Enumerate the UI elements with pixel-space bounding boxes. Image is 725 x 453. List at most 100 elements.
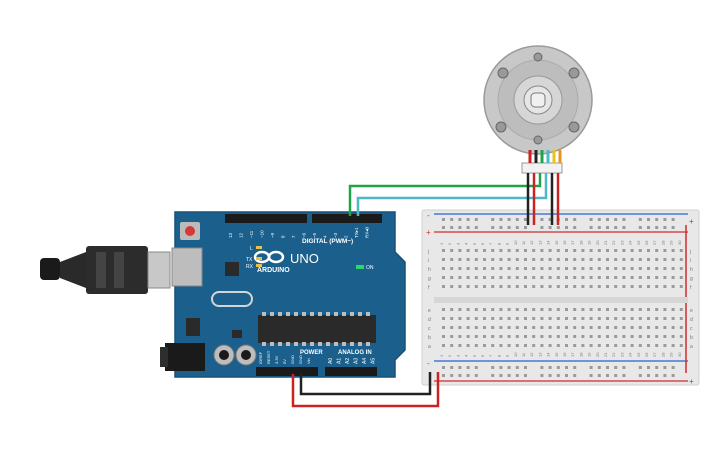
rail-hole[interactable] [548,366,552,369]
hole[interactable] [507,317,511,320]
hole[interactable] [597,267,601,270]
hole[interactable] [483,308,486,311]
hole[interactable] [507,276,511,279]
hole[interactable] [565,285,568,288]
hole[interactable] [638,258,642,261]
hole[interactable] [597,249,601,252]
hole[interactable] [499,326,503,329]
hole[interactable] [515,326,519,329]
hole[interactable] [622,249,626,252]
hole[interactable] [573,267,577,270]
rail-hole[interactable] [515,218,519,221]
hole[interactable] [622,335,626,338]
rail-hole[interactable] [573,374,577,377]
hole[interactable] [466,335,470,338]
hole[interactable] [499,308,503,311]
hole[interactable] [515,335,519,338]
hole[interactable] [589,276,593,279]
hole[interactable] [638,308,642,311]
hole[interactable] [573,326,577,329]
hole[interactable] [671,249,675,252]
hole[interactable] [515,249,519,252]
rail-hole[interactable] [499,218,503,221]
hole[interactable] [474,317,478,320]
hole[interactable] [655,267,659,270]
hole[interactable] [655,308,659,311]
hole[interactable] [597,285,601,288]
rail-hole[interactable] [671,218,675,221]
rail-hole[interactable] [474,226,478,229]
hole[interactable] [630,258,634,261]
hole[interactable] [565,335,568,338]
hole[interactable] [622,276,626,279]
rail-hole[interactable] [507,374,511,377]
rail-hole[interactable] [589,226,593,229]
hole[interactable] [442,308,445,311]
rail-hole[interactable] [474,218,478,221]
hole[interactable] [524,267,527,270]
rail-hole[interactable] [671,374,675,377]
hole[interactable] [556,344,560,347]
rail-hole[interactable] [499,226,503,229]
hole[interactable] [483,335,486,338]
hole[interactable] [663,317,667,320]
hole[interactable] [565,344,568,347]
hole[interactable] [524,276,527,279]
hole[interactable] [573,249,577,252]
hole[interactable] [474,267,478,270]
hole[interactable] [450,317,454,320]
hole[interactable] [647,308,650,311]
hole[interactable] [638,344,642,347]
rail-hole[interactable] [622,218,626,221]
hole[interactable] [663,267,667,270]
hole[interactable] [622,285,626,288]
hole[interactable] [630,276,634,279]
hole[interactable] [540,326,544,329]
rail-hole[interactable] [442,374,445,377]
hole[interactable] [581,249,585,252]
rail-hole[interactable] [491,218,495,221]
hole[interactable] [573,308,577,311]
hole[interactable] [589,326,593,329]
hole[interactable] [548,258,552,261]
hole[interactable] [679,249,683,252]
hole[interactable] [466,258,470,261]
rail-hole[interactable] [655,226,659,229]
hole[interactable] [532,249,536,252]
rail-hole[interactable] [524,218,527,221]
hole[interactable] [655,317,659,320]
rail-hole[interactable] [565,226,568,229]
hole[interactable] [532,267,536,270]
hole[interactable] [548,308,552,311]
rail-hole[interactable] [474,374,478,377]
breadboard[interactable]: + - + - + 112233445566778899101011111212… [421,209,700,386]
rail-hole[interactable] [450,366,454,369]
rail-hole[interactable] [524,226,527,229]
hole[interactable] [679,267,683,270]
hole[interactable] [565,308,568,311]
hole[interactable] [450,249,454,252]
rail-hole[interactable] [663,218,667,221]
rail-hole[interactable] [556,374,560,377]
hole[interactable] [679,258,683,261]
hole[interactable] [606,285,609,288]
hole[interactable] [589,344,593,347]
hole[interactable] [638,249,642,252]
hole[interactable] [483,249,486,252]
hole[interactable] [622,317,626,320]
hole[interactable] [679,317,683,320]
hole[interactable] [474,285,478,288]
hole[interactable] [614,326,618,329]
rail-hole[interactable] [597,218,601,221]
hole[interactable] [630,326,634,329]
hole[interactable] [450,308,454,311]
hole[interactable] [630,267,634,270]
hole[interactable] [491,344,495,347]
hole[interactable] [450,326,454,329]
hole[interactable] [524,308,527,311]
hole[interactable] [573,317,577,320]
hole[interactable] [638,267,642,270]
hole[interactable] [597,335,601,338]
hole[interactable] [466,344,470,347]
hole[interactable] [499,344,503,347]
